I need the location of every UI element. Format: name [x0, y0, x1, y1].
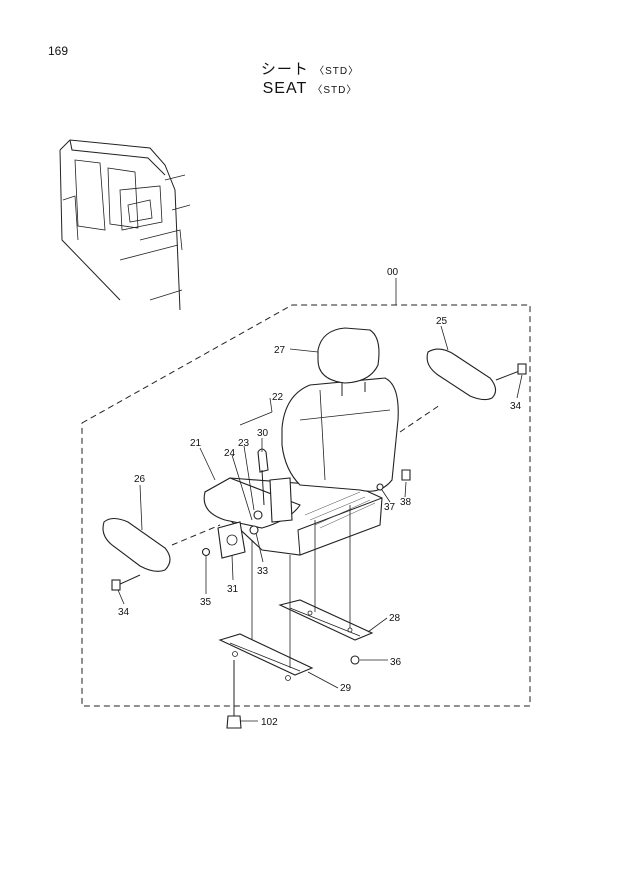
- bolt-34-right: [495, 363, 527, 381]
- bracket-31: [217, 521, 246, 559]
- callout-29: 29: [340, 683, 352, 694]
- cab-location-thumbnail: [59, 139, 191, 311]
- rail-29: [218, 633, 314, 681]
- callout-26: 26: [134, 474, 146, 485]
- callout-28: 28: [389, 613, 401, 624]
- callout-34-right: 34: [510, 401, 522, 412]
- knob-38: [401, 469, 411, 481]
- callout-24: 24: [224, 448, 236, 459]
- callout-00: 00: [387, 267, 399, 278]
- leader-lines: [117, 325, 523, 722]
- callout-33: 33: [257, 566, 269, 577]
- callout-37: 37: [384, 502, 396, 513]
- title-japanese: シート 〈STD〉: [0, 58, 620, 79]
- callout-34-left: 34: [118, 607, 130, 618]
- title-english: SEAT 〈STD〉: [0, 80, 620, 98]
- seat-back: [281, 377, 399, 492]
- callout-27: 27: [274, 345, 286, 356]
- callout-31: 31: [227, 584, 239, 595]
- armrest-right: [426, 348, 497, 401]
- title-english-text: SEAT: [262, 80, 307, 97]
- callout-102: 102: [261, 717, 278, 728]
- callout-22: 22: [272, 392, 284, 403]
- callout-23: 23: [238, 438, 250, 449]
- nut-36: [350, 655, 360, 665]
- callout-21: 21: [190, 438, 202, 449]
- bolt-102: [226, 660, 242, 729]
- bolt-34-left: [111, 574, 141, 591]
- page-number: 169: [48, 44, 69, 58]
- callout-35: 35: [200, 597, 212, 608]
- armrest-left: [102, 517, 171, 572]
- title-japanese-variant: 〈STD〉: [314, 66, 360, 77]
- assembly-boundary: [81, 304, 531, 707]
- callout-36: 36: [390, 657, 402, 668]
- callout-38: 38: [400, 497, 412, 508]
- callout-25: 25: [436, 316, 448, 327]
- washer-37: [376, 483, 384, 491]
- rail-28: [278, 599, 374, 641]
- callout-30: 30: [257, 428, 269, 439]
- headrest: [317, 327, 380, 396]
- lever-assembly: [201, 448, 293, 557]
- title-english-variant: 〈STD〉: [312, 85, 358, 96]
- title-japanese-text: シート: [260, 61, 309, 78]
